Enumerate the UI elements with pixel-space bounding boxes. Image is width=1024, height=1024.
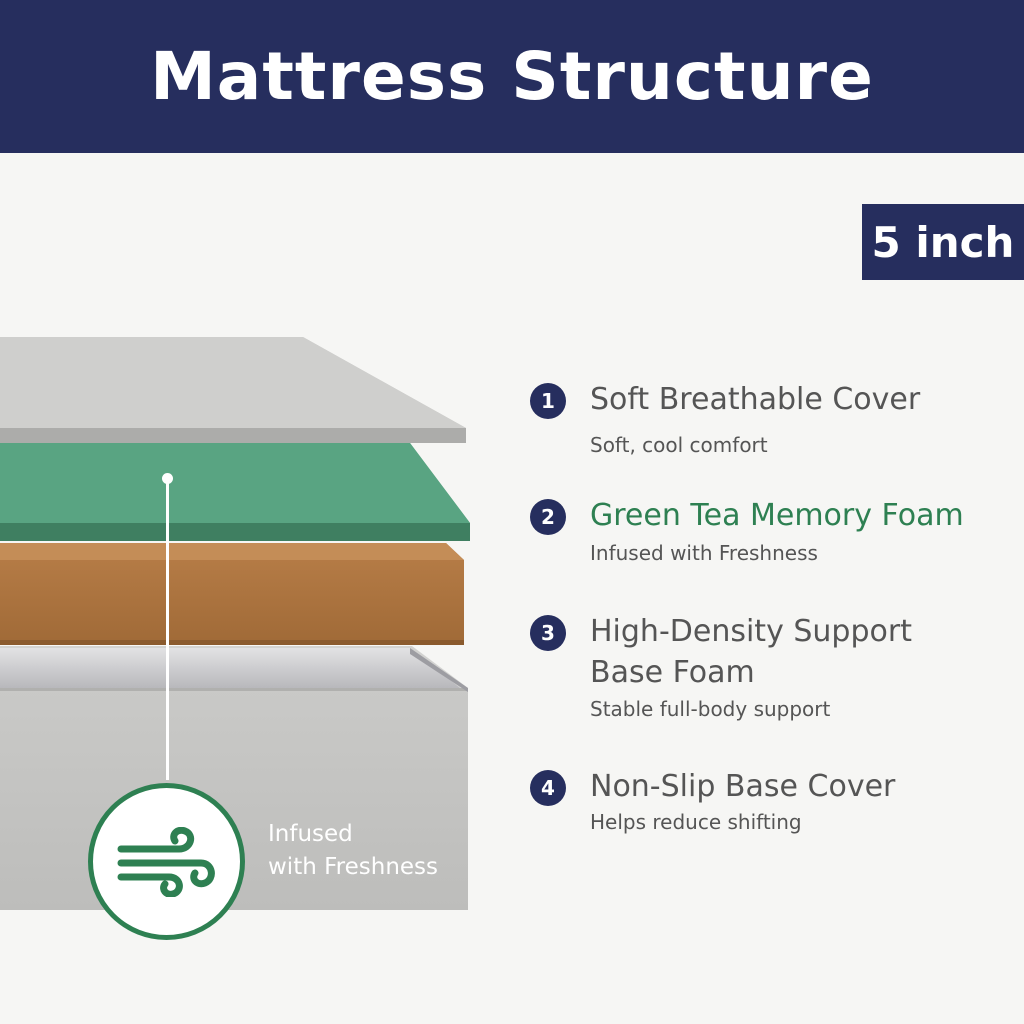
feature-title: Soft Breathable Cover [590, 382, 921, 417]
freshness-callout-text: Infused with Freshness [268, 818, 438, 884]
page-title: Mattress Structure [150, 38, 874, 115]
feature-number-badge: 2 [530, 499, 566, 535]
wind-icon [117, 826, 215, 897]
feature-subtitle: Stable full-body support [590, 697, 831, 721]
feature-title: Green Tea Memory Foam [590, 498, 964, 533]
feature-title-line-1: High-Density Support [590, 614, 912, 649]
feature-number-badge: 1 [530, 383, 566, 419]
feature-subtitle: Helps reduce shifting [590, 810, 802, 834]
feature-subtitle: Soft, cool comfort [590, 433, 768, 457]
header-banner: Mattress Structure [0, 0, 1024, 153]
callout-line-2: with Freshness [268, 854, 439, 880]
callout-pointer-line [166, 480, 169, 780]
feature-subtitle: Infused with Freshness [590, 541, 818, 565]
feature-title-line-2: Base Foam [590, 655, 755, 690]
top-cover-layer [0, 337, 466, 443]
callout-pointer-dot [162, 473, 173, 484]
feature-title: Non-Slip Base Cover [590, 769, 896, 804]
callout-line-1: Infused [268, 821, 353, 847]
feature-number-badge: 4 [530, 770, 566, 806]
size-badge: 5 inch [862, 204, 1024, 280]
memory-foam-layer [0, 443, 470, 541]
feature-number-badge: 3 [530, 615, 566, 651]
freshness-badge [88, 783, 245, 940]
support-foam-layer [0, 543, 464, 645]
